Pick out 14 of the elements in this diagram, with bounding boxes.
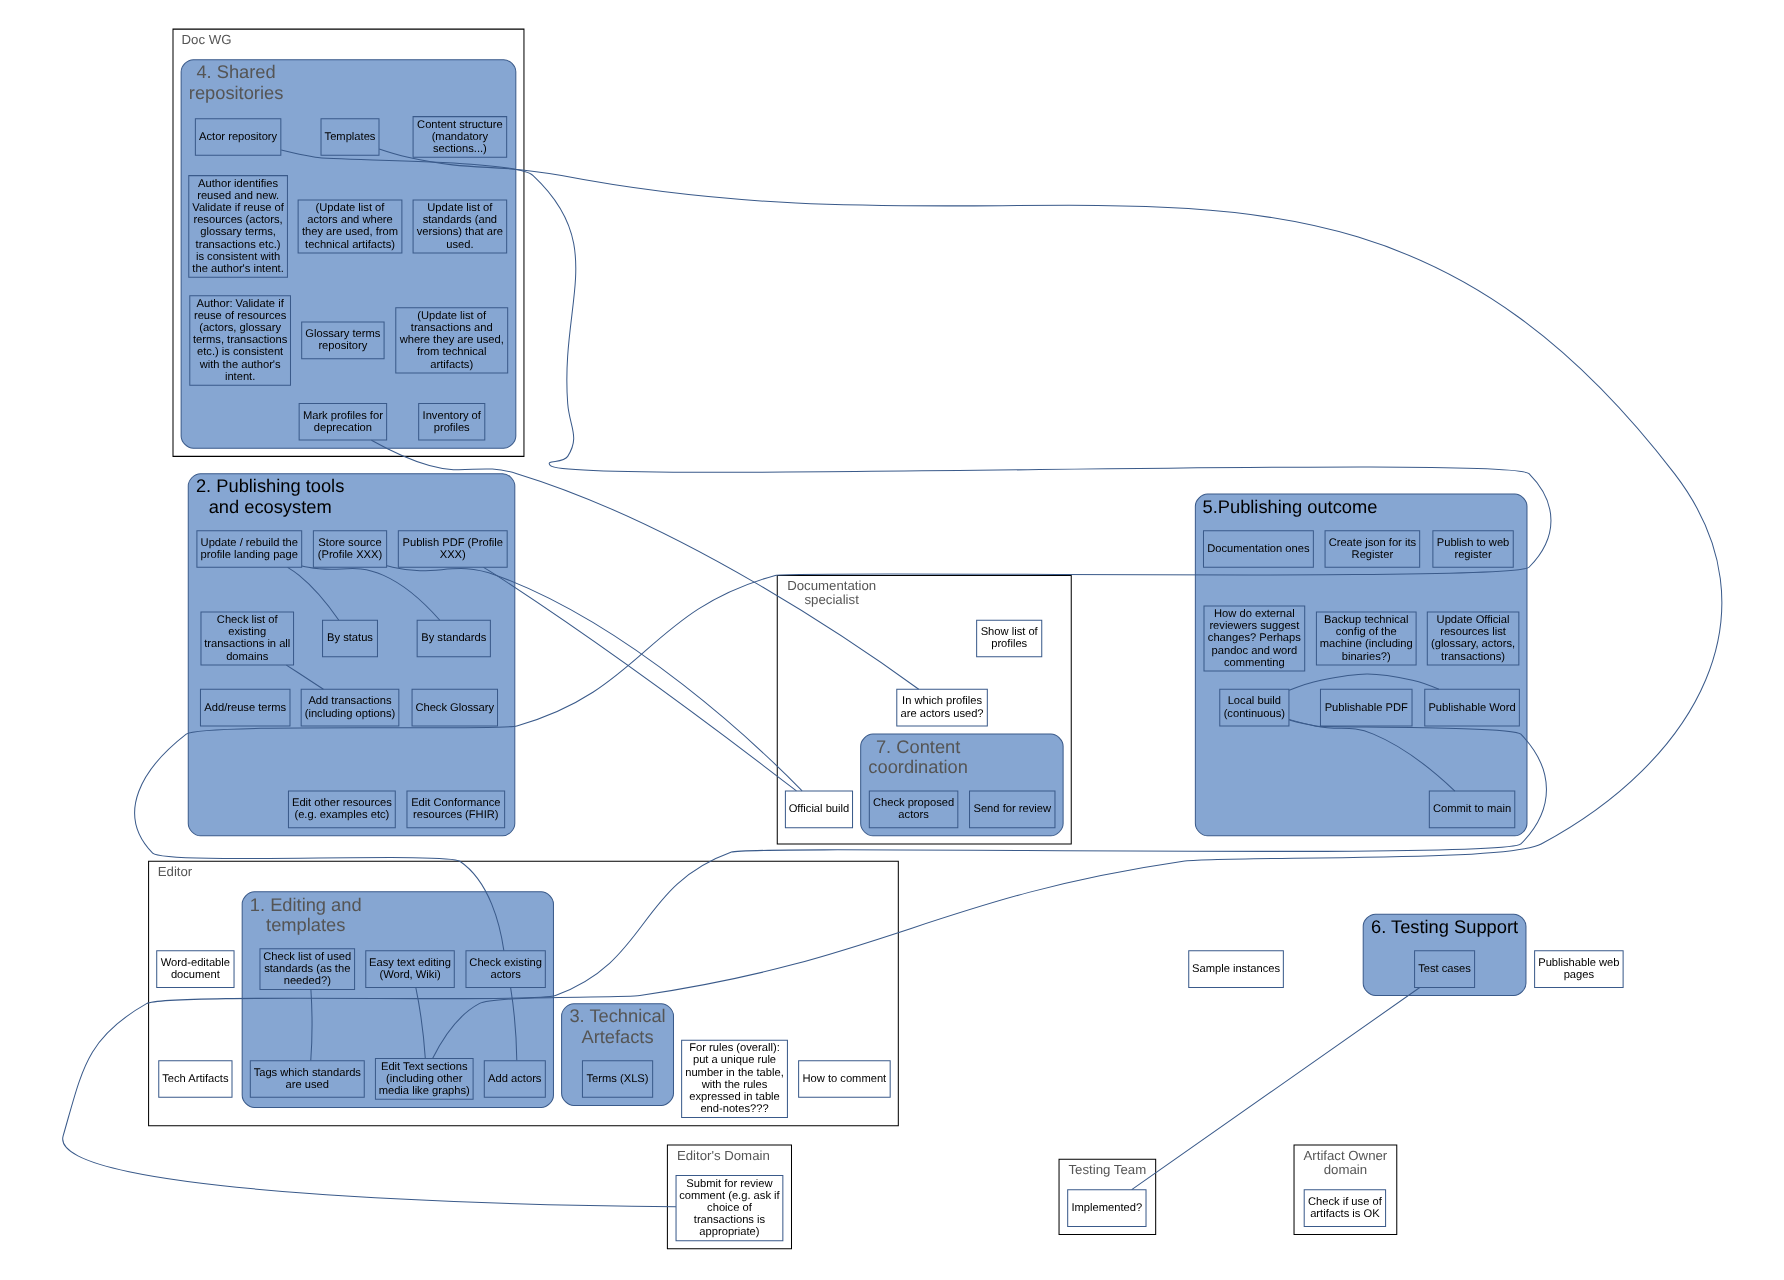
connector (386, 565, 803, 792)
connector (1131, 987, 1421, 1191)
connector (301, 565, 441, 621)
connector (483, 566, 797, 792)
connector (287, 566, 340, 621)
connector (415, 986, 426, 1059)
connector (1288, 673, 1440, 691)
connector (1288, 718, 1456, 792)
connector (134, 149, 1552, 951)
connector (285, 664, 324, 690)
connector (310, 989, 313, 1061)
connector (510, 986, 518, 1061)
connector (62, 719, 1547, 1208)
connector (378, 148, 1723, 1060)
